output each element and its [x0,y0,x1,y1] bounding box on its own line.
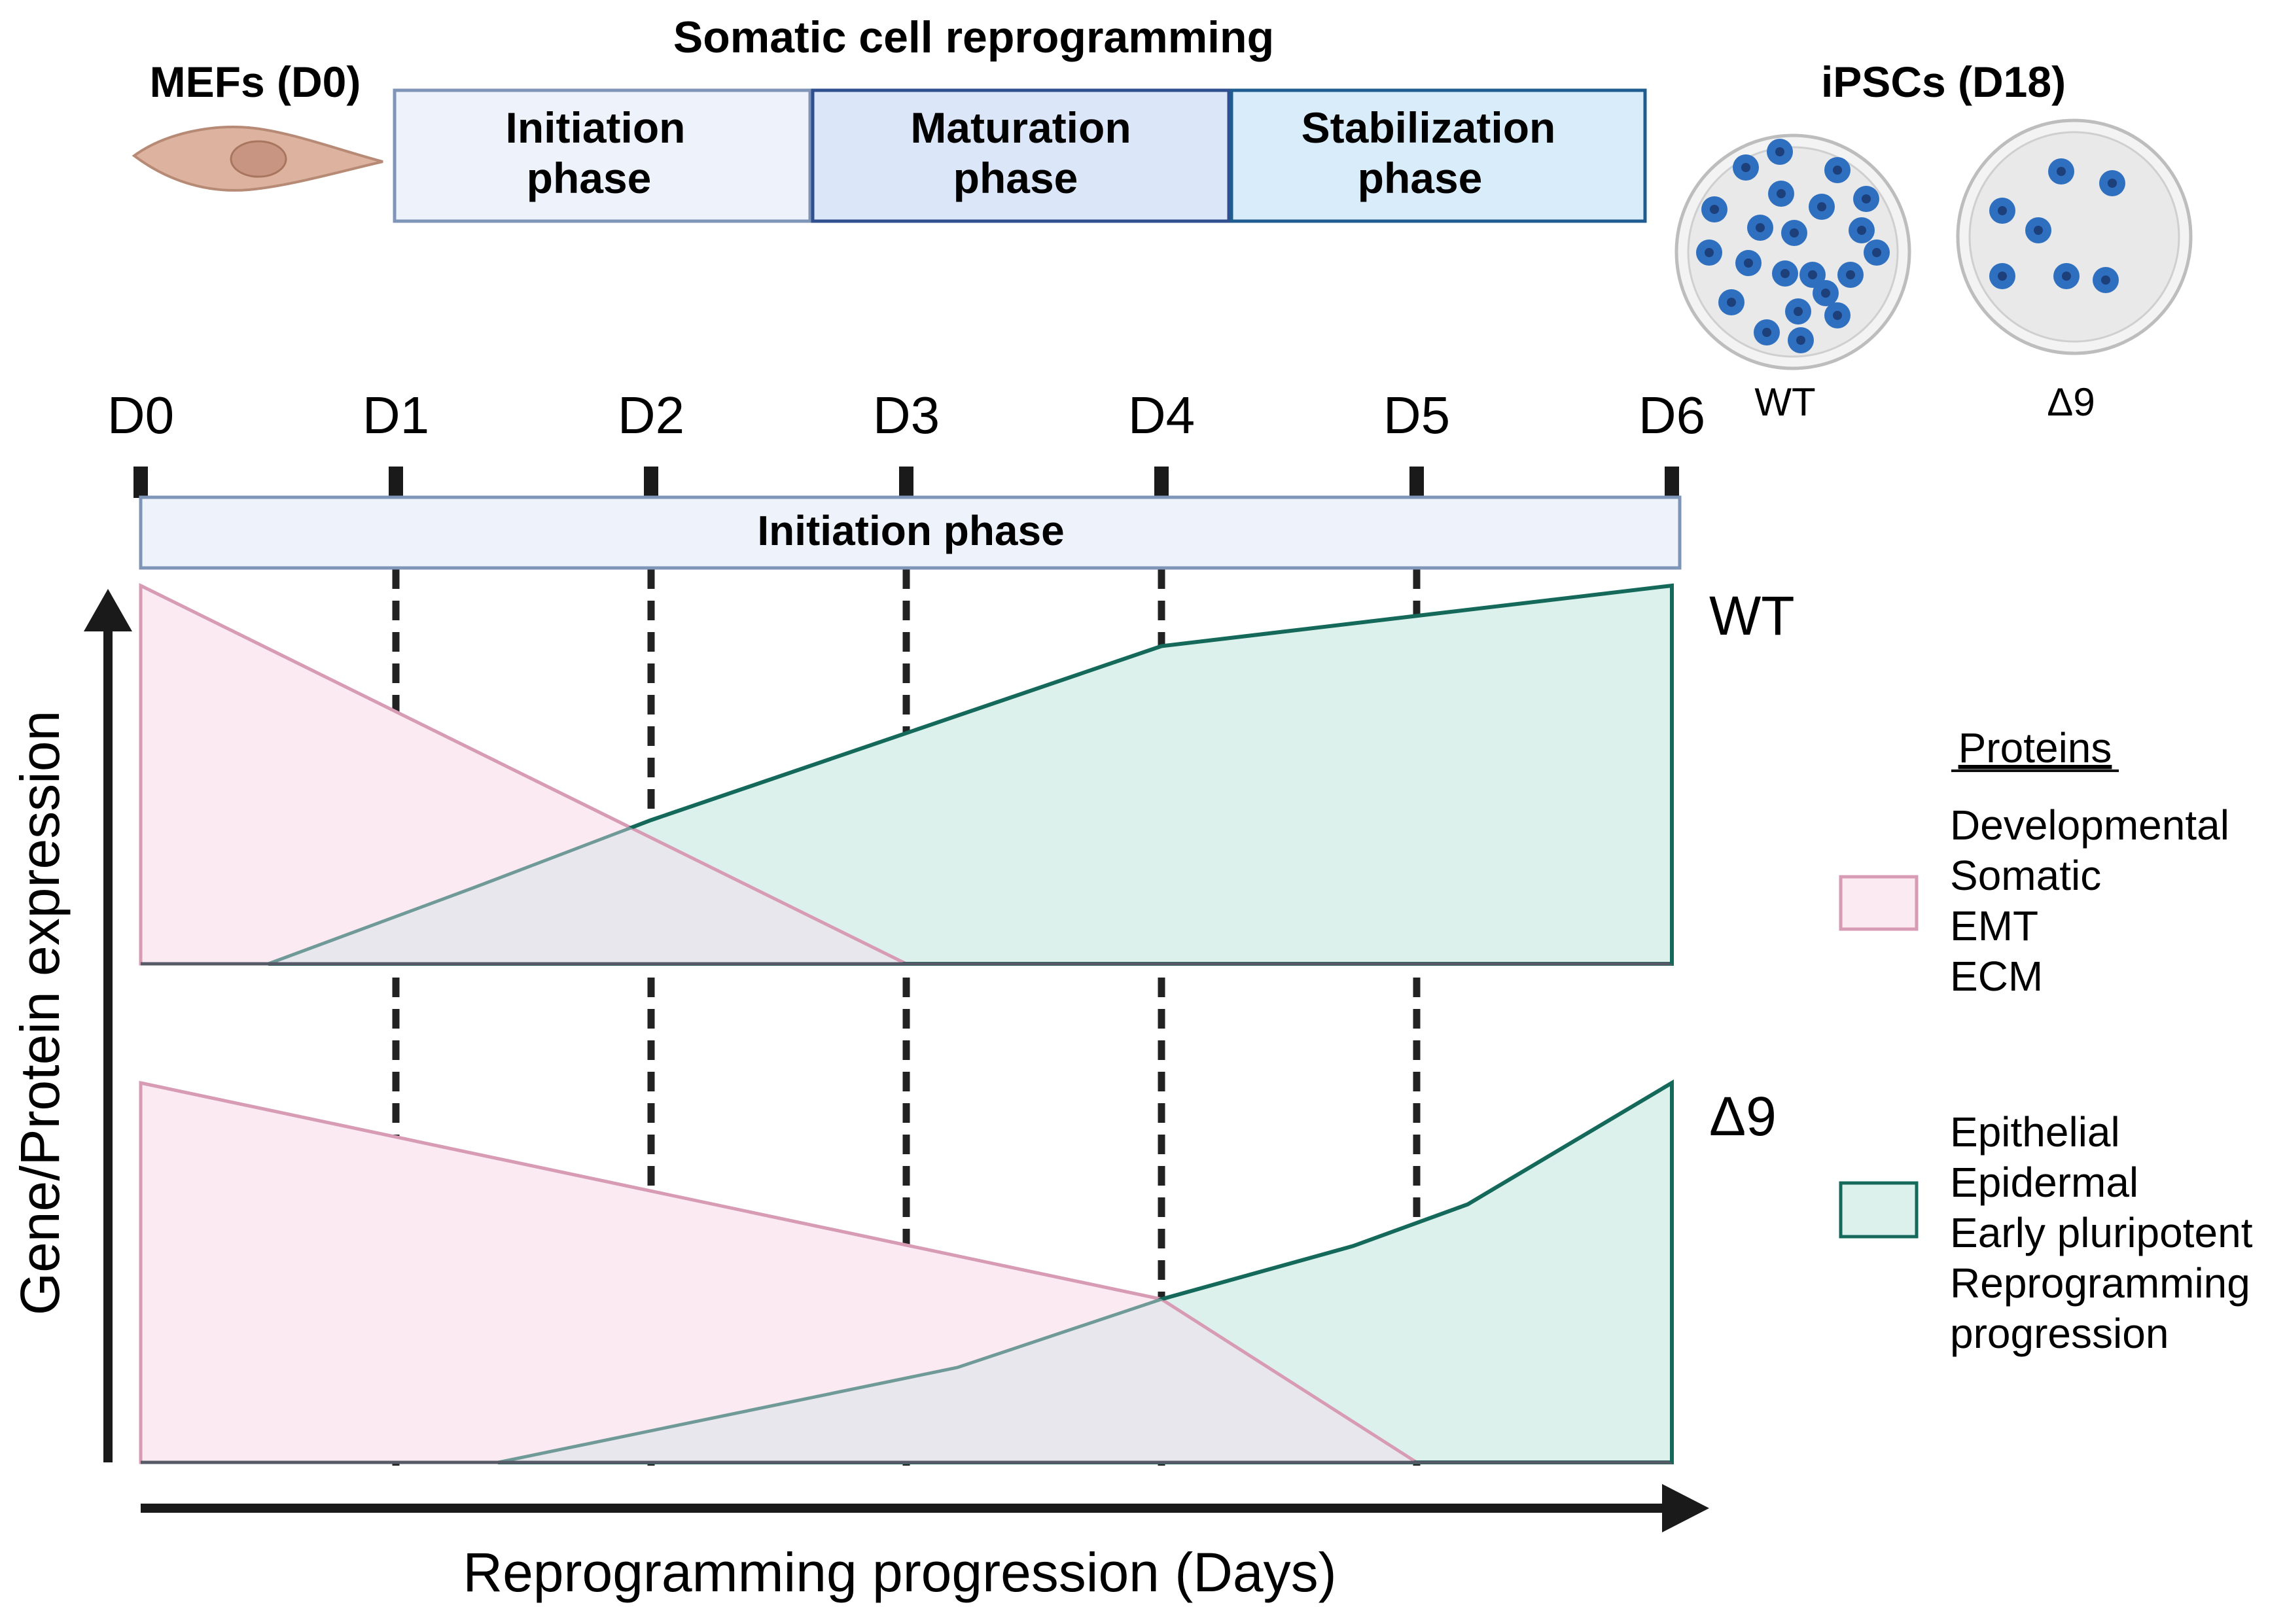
day-tick [389,467,403,498]
phase-label-line1: Stabilization [1302,103,1556,152]
y-axis-label: Gene/Protein expression [9,711,71,1316]
colony-icon [1788,327,1814,353]
colony-icon [1747,215,1773,241]
day-tick [1665,467,1679,498]
petri-dish-d9-icon [1956,118,2193,355]
colony-icon [1864,239,1890,266]
petri-dish-wt-icon [1674,133,1911,370]
initiation-phase-bar-label: Initiation phase [757,507,1064,554]
colony-icon [1853,186,1879,212]
x-axis-arrowhead [1662,1484,1709,1532]
colony-icon [1768,181,1794,207]
colony-icon [1701,196,1727,222]
phase-box-maturation: Maturation phase [811,88,1231,223]
fibroblast-cell-icon [132,126,383,192]
colony-icon [1799,262,1826,288]
x-axis [141,1484,1709,1532]
pluripotent-curve-overlap [268,586,906,964]
legend-item: Early pluripotent [1950,1209,2253,1256]
legend: Proteins Developmental Somatic EMT ECM E… [1839,724,2253,1357]
day-gridlines [392,569,1421,1466]
ipsc-label: iPSCs (D18) [1821,58,2066,106]
y-axis [84,589,132,1462]
dish-label-wt: WT [1754,380,1815,424]
mef-label: MEFs (D0) [150,58,361,106]
colony-icon [1989,198,2015,224]
colony-icon [1989,263,2015,289]
phase-label-line2: phase [953,154,1078,202]
phase-box-stabilization: Stabilization phase [1230,88,1647,223]
day-tick [644,467,658,498]
colony-icon [2048,158,2074,185]
colony-icon [2093,267,2119,293]
colony-icon [1772,260,1798,287]
legend-item: EMT [1950,902,2038,949]
panel-label-wt: WT [1709,585,1795,646]
colony-icon [1754,319,1780,345]
legend-swatch-pluripotent [1839,1181,1919,1239]
day-label-d3: D3 [873,386,940,444]
colony-icon [1813,280,1839,306]
colony-icon [1824,157,1851,183]
day-tick [133,467,148,498]
colony-icon [1781,220,1807,246]
initiation-phase-bar: Initiation phase [139,495,1682,570]
colony-icon [1718,289,1745,315]
legend-item: Epithelial [1950,1108,2120,1156]
day-tick [1409,467,1424,498]
phase-label-line1: Initiation [506,103,686,152]
day-label-d6: D6 [1638,386,1705,444]
legend-item: Somatic [1950,852,2101,899]
legend-item: Developmental [1950,802,2229,849]
colony-icon [2025,217,2051,243]
dish-label-d9: Δ9 [2047,380,2095,424]
day-label-d2: D2 [618,386,684,444]
colony-icon [1767,139,1793,165]
phase-label-line2: phase [527,154,652,202]
colony-icon [1849,217,1875,243]
day-label-d5: D5 [1383,386,1450,444]
colony-icon [1824,302,1851,328]
colony-icon [1735,250,1762,276]
legend-item: ECM [1950,953,2043,1000]
legend-swatch-somatic [1839,875,1919,931]
expression-panels [139,582,1674,1464]
colony-icon [1696,239,1722,266]
phase-label-line2: phase [1358,154,1483,202]
legend-item: Epidermal [1950,1159,2138,1206]
colony-icon [1785,298,1811,325]
colony-icon [1733,154,1759,181]
colony-icon [1809,194,1835,220]
phase-box-initiation: Initiation phase [393,88,812,223]
panel-d9 [139,1079,1674,1464]
day-tick [1154,467,1169,498]
overlap-area [268,586,906,964]
y-axis-arrowhead [84,589,132,631]
colony-icon [1837,262,1864,288]
legend-title: Proteins [1958,724,2112,771]
panel-label-d9: Δ9 [1709,1086,1777,1147]
day-labels: D0 D1 D2 D3 D4 D5 D6 [107,386,1705,444]
day-ticks [133,467,1679,498]
somatic-curve [139,584,908,966]
day-label-d1: D1 [363,386,429,444]
colony-icon [2099,170,2125,196]
legend-item: Reprogramming [1950,1260,2250,1307]
panel-wt [139,582,1674,966]
x-axis-label: Reprogramming progression (Days) [463,1542,1336,1603]
day-label-d4: D4 [1128,386,1195,444]
phase-label-line1: Maturation [910,103,1131,152]
day-label-d0: D0 [107,386,174,444]
legend-item: progression [1950,1310,2169,1357]
header-title: Somatic cell reprogramming [673,12,1274,62]
colony-icon [2053,263,2080,289]
pluripotent-area [498,1083,1672,1462]
day-tick [899,467,913,498]
